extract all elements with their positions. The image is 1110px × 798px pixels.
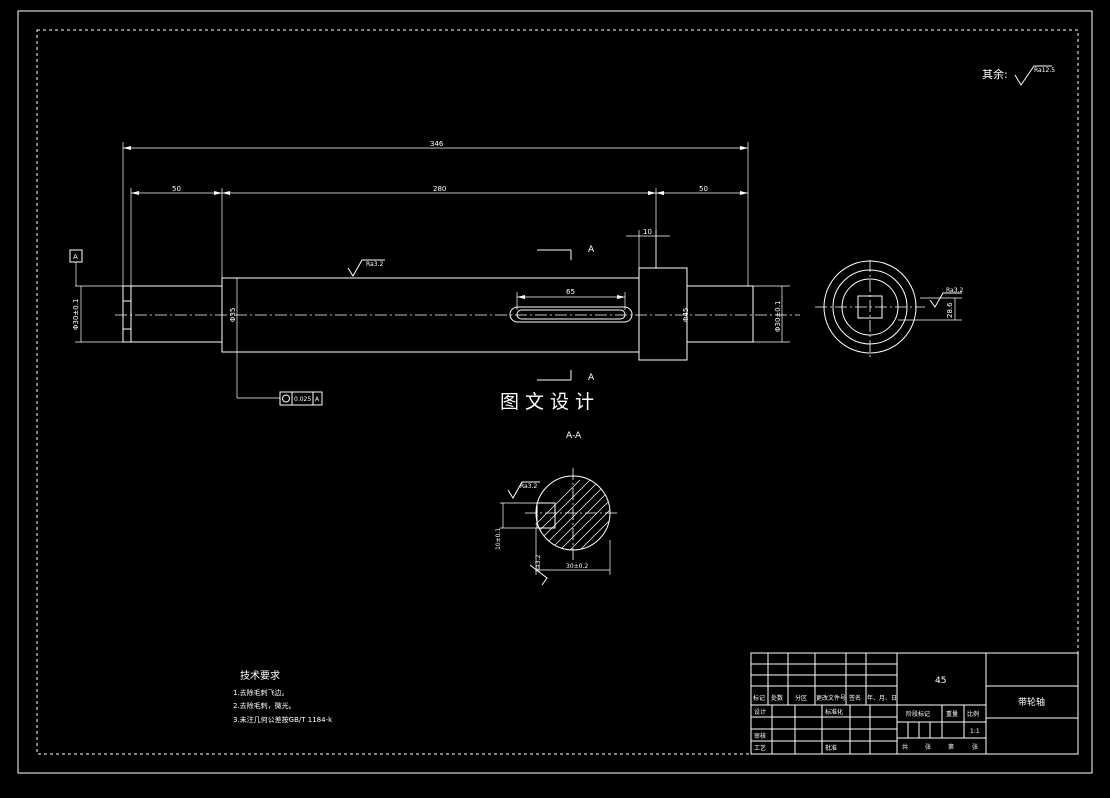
title-block (750, 652, 1079, 755)
dim-total-label: 346 (430, 140, 444, 148)
tb-row-standard: 标准化 (825, 708, 843, 716)
dim-segments (130, 188, 748, 286)
tb-header-3: 更改文件号 (816, 694, 846, 702)
dim-mid-label: 280 (433, 185, 446, 193)
tb-sheet-3: 张 (972, 743, 978, 751)
dia-right-label: Φ30±0.1 (774, 301, 782, 332)
surface-note-symbol (1014, 65, 1052, 86)
end-view (815, 260, 962, 360)
section-dim-vertical: 10±0.1 (495, 528, 502, 550)
tech-item-1: 1.去除毛刺飞边。 (233, 688, 289, 697)
tolerance-datum: A (315, 396, 320, 403)
datum-label: A (73, 253, 78, 261)
tb-header-1: 处数 (771, 694, 783, 702)
dim-right-label: 50 (699, 185, 708, 193)
watermark: 图文设计 (500, 391, 600, 413)
tech-item-3: 3.未注几何公差按GB/T 1184-k (233, 715, 333, 724)
dim-collar-label: 10 (643, 228, 652, 236)
tb-row-approve: 批准 (825, 744, 837, 752)
section-title: A-A (566, 431, 582, 441)
dia-left-label: Φ30±0.1 (72, 299, 80, 330)
end-view-roughness: Ra3.2 (946, 287, 963, 294)
tb-header-2: 分区 (795, 694, 807, 702)
outer-frame (17, 10, 1093, 774)
tb-row-review: 审核 (754, 732, 766, 740)
section-roughness-bottom: Ra3.2 (535, 555, 542, 572)
tech-item-2: 2.去除毛刺，微光。 (233, 701, 296, 710)
tb-scale-value: 1:1 (970, 728, 980, 735)
dia-left (75, 285, 123, 343)
tb-material: 45 (935, 676, 946, 686)
dim-keyway-label: 65 (566, 288, 575, 296)
dia-mid-label: Φ35 (229, 308, 237, 322)
roughness-top-label: Ra3.2 (366, 261, 383, 268)
surface-note-roughness: Ra12.5 (1034, 67, 1055, 74)
tb-sheet-2: 第 (948, 743, 954, 751)
section-marker-bottom-label: A (588, 373, 595, 383)
section-dim-horizontal: 30±0.2 (566, 563, 588, 570)
dim-keyway (516, 292, 626, 310)
tb-stage-label: 阶段标记 (906, 710, 930, 718)
section-marker-top (537, 249, 572, 260)
tolerance-leader (236, 352, 323, 406)
tb-row-process: 工艺 (754, 744, 766, 752)
tolerance-value: 0.025 (294, 396, 311, 403)
tb-header-4: 签名 (849, 694, 861, 702)
tb-header-5: 年、月、日 (867, 694, 897, 702)
tb-weight-label: 重量 (946, 710, 958, 718)
dia-right (753, 285, 790, 343)
surface-note-label: 其余: (982, 67, 1008, 81)
dim-left-label: 50 (172, 185, 181, 193)
section-roughness-top: Ra3.2 (520, 483, 537, 490)
shaft-main-view (115, 267, 800, 361)
tb-header-0: 标记 (753, 694, 765, 702)
section-marker-bottom (537, 370, 572, 381)
roughness-top-symbol (347, 259, 385, 277)
tb-sheet-0: 共 (902, 743, 908, 751)
end-view-dim: 28.6 (946, 302, 954, 318)
tb-part-name: 带轮轴 (1018, 696, 1045, 708)
dim-collar (626, 230, 670, 268)
tech-title: 技术要求 (240, 669, 280, 682)
section-marker-top-label: A (588, 245, 595, 255)
dia-collar-label: Φ45 (682, 308, 690, 322)
tb-sheet-1: 张 (925, 743, 931, 751)
tb-scale-label: 比例 (967, 710, 979, 718)
tb-row-design: 设计 (754, 708, 766, 716)
dim-total (122, 142, 749, 286)
inner-frame (36, 29, 1079, 755)
